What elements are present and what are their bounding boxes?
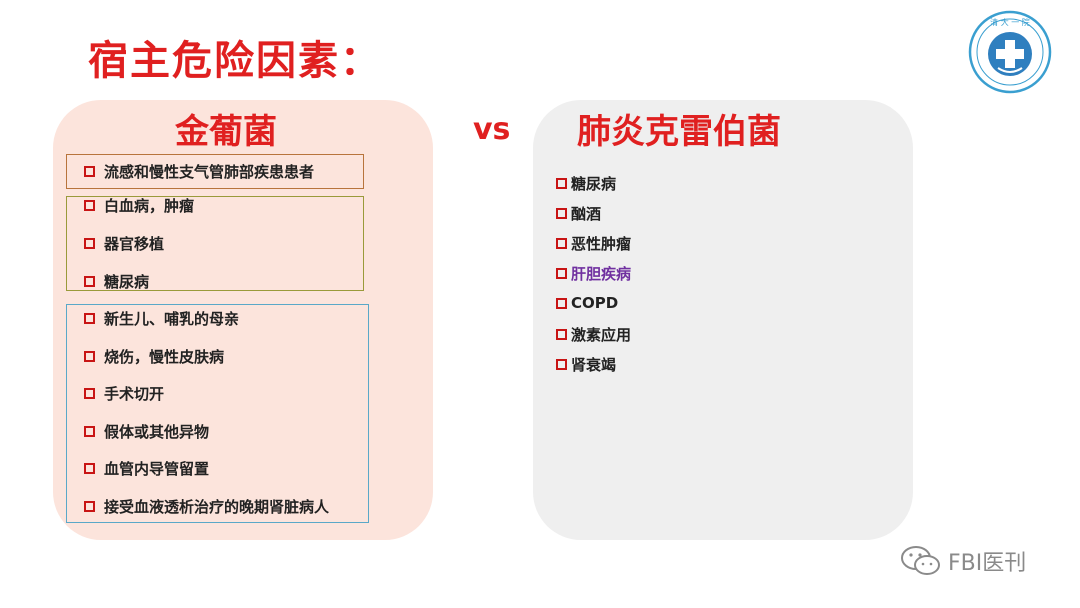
list-item: 白血病，肿瘤 <box>84 193 194 217</box>
hospital-logo: 清 大 一 院 <box>968 10 1052 94</box>
left-panel <box>53 100 433 540</box>
list-item: 糖尿病 <box>556 171 616 195</box>
list-item: 接受血液透析治疗的晚期肾脏病人 <box>84 494 329 518</box>
right-panel <box>533 100 913 540</box>
checkbox-bullet-icon <box>84 462 95 474</box>
svg-text:清 大 一 院: 清 大 一 院 <box>990 17 1030 27</box>
list-item: COPD <box>556 291 618 315</box>
checkbox-bullet-icon <box>84 199 95 211</box>
checkbox-bullet-icon <box>556 237 567 249</box>
list-item-highlighted: 肝胆疾病 <box>556 261 631 285</box>
page-title: 宿主危险因素： <box>88 38 382 84</box>
list-item: 新生儿、哺乳的母亲 <box>84 306 239 330</box>
group-box-skin-devices <box>66 304 369 523</box>
group-box-immune <box>66 196 364 291</box>
list-item: 流感和慢性支气管肺部疾患患者 <box>84 159 314 183</box>
list-item: 激素应用 <box>556 322 631 346</box>
list-item: 烧伤，慢性皮肤病 <box>84 344 224 368</box>
wechat-icon <box>901 546 940 575</box>
checkbox-bullet-icon <box>84 237 95 249</box>
watermark-text: FBI医刊 <box>948 551 1027 576</box>
left-panel-heading: 金葡菌 <box>175 112 277 152</box>
checkbox-bullet-icon <box>84 387 95 399</box>
list-item: 酗酒 <box>556 201 601 225</box>
checkbox-bullet-icon <box>556 328 567 340</box>
checkbox-bullet-icon <box>84 165 95 177</box>
list-item: 肾衰竭 <box>556 352 616 376</box>
checkbox-bullet-icon <box>556 358 567 370</box>
watermark: FBI医刊 <box>900 545 1026 577</box>
list-item: 假体或其他异物 <box>84 419 209 443</box>
checkbox-bullet-icon <box>556 207 567 219</box>
list-item: 器官移植 <box>84 231 164 255</box>
checkbox-bullet-icon <box>556 297 567 309</box>
checkbox-bullet-icon <box>84 350 95 362</box>
list-item: 手术切开 <box>84 381 164 405</box>
checkbox-bullet-icon <box>84 425 95 437</box>
checkbox-bullet-icon <box>84 275 95 287</box>
group-box-lung-disease <box>66 154 364 189</box>
checkbox-bullet-icon <box>556 177 567 189</box>
right-panel-heading: 肺炎克雷伯菌 <box>577 112 781 152</box>
list-item: 糖尿病 <box>84 269 149 293</box>
checkbox-bullet-icon <box>84 312 95 324</box>
list-item: 恶性肿瘤 <box>556 231 631 255</box>
checkbox-bullet-icon <box>556 267 567 279</box>
list-item: 血管内导管留置 <box>84 456 209 480</box>
checkbox-bullet-icon <box>84 500 95 512</box>
vs-label: vs <box>473 112 511 147</box>
